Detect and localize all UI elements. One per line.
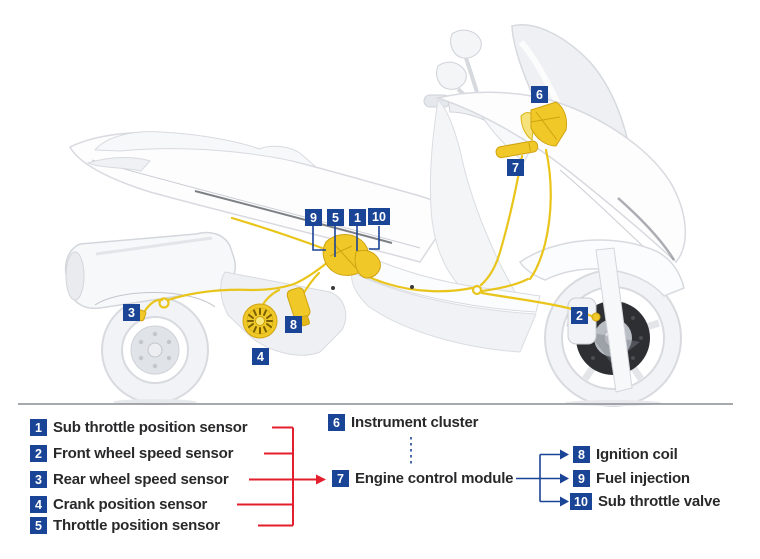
legend-label-9: Fuel injection [596,470,690,487]
front-wheel-sensor-illustration [591,312,601,322]
legend-row-8: 8 Ignition coil [573,446,678,463]
legend-label-1: Sub throttle position sensor [53,419,248,436]
legend-marker-5: 5 [30,517,47,534]
mirror-icon [436,29,482,102]
diagram-marker-10: 10 [368,208,390,225]
legend-label-6: Instrument cluster [351,414,479,431]
diagram-marker-5: 5 [327,209,344,226]
legend-label-4: Crank position sensor [53,496,208,513]
legend-label-10: Sub throttle valve [598,493,721,510]
legend-row-9: 9 Fuel injection [573,470,690,487]
legend-row-2: 2 Front wheel speed sensor [30,445,233,462]
diagram-marker-1: 1 [349,209,366,226]
legend-marker-3: 3 [30,471,47,488]
muffler [64,231,236,310]
legend-row-4: 4 Crank position sensor [30,496,207,513]
legend-label-5: Throttle position sensor [53,517,220,534]
legend-marker-7: 7 [332,470,349,487]
legend-row-3: 3 Rear wheel speed sensor [30,471,229,488]
marker-pointer-lines [312,226,380,257]
diagram-marker-9: 9 [305,209,322,226]
legend-blue-connectors [410,437,569,507]
diagram-marker-6: 6 [531,86,548,103]
legend-marker-1: 1 [30,419,47,436]
legend-marker-4: 4 [30,496,47,513]
diagram-marker-8: 8 [285,316,302,333]
legend-label-3: Rear wheel speed sensor [53,471,229,488]
diagram-marker-3: 3 [123,304,140,321]
legend-red-bracket [237,426,326,527]
legend-marker-8: 8 [573,446,590,463]
legend-marker-2: 2 [30,445,47,462]
legend-row-10: 10 Sub throttle valve [570,493,720,510]
legend-marker-10: 10 [570,493,592,510]
legend-row-7: 7 Engine control module [332,470,514,487]
legend-label-2: Front wheel speed sensor [53,445,234,462]
legend-marker-6: 6 [328,414,345,431]
legend-label-8: Ignition coil [596,446,678,463]
engine-control-module-illustration [495,140,539,159]
diagram-marker-4: 4 [252,348,269,365]
diagram-marker-7: 7 [507,159,524,176]
rear-bodywork [68,131,458,263]
legend-row-5: 5 Throttle position sensor [30,517,220,534]
legend-label-7: Engine control module [355,470,514,487]
legend-marker-9: 9 [573,470,590,487]
diagram-marker-2: 2 [571,307,588,324]
rear-wheel [101,296,209,405]
instrument-cluster-illustration [520,101,567,147]
legend-row-6: 6 Instrument cluster [328,414,478,431]
legend-row-1: 1 Sub throttle position sensor [30,419,248,436]
crank-position-sensor-illustration [242,303,278,339]
